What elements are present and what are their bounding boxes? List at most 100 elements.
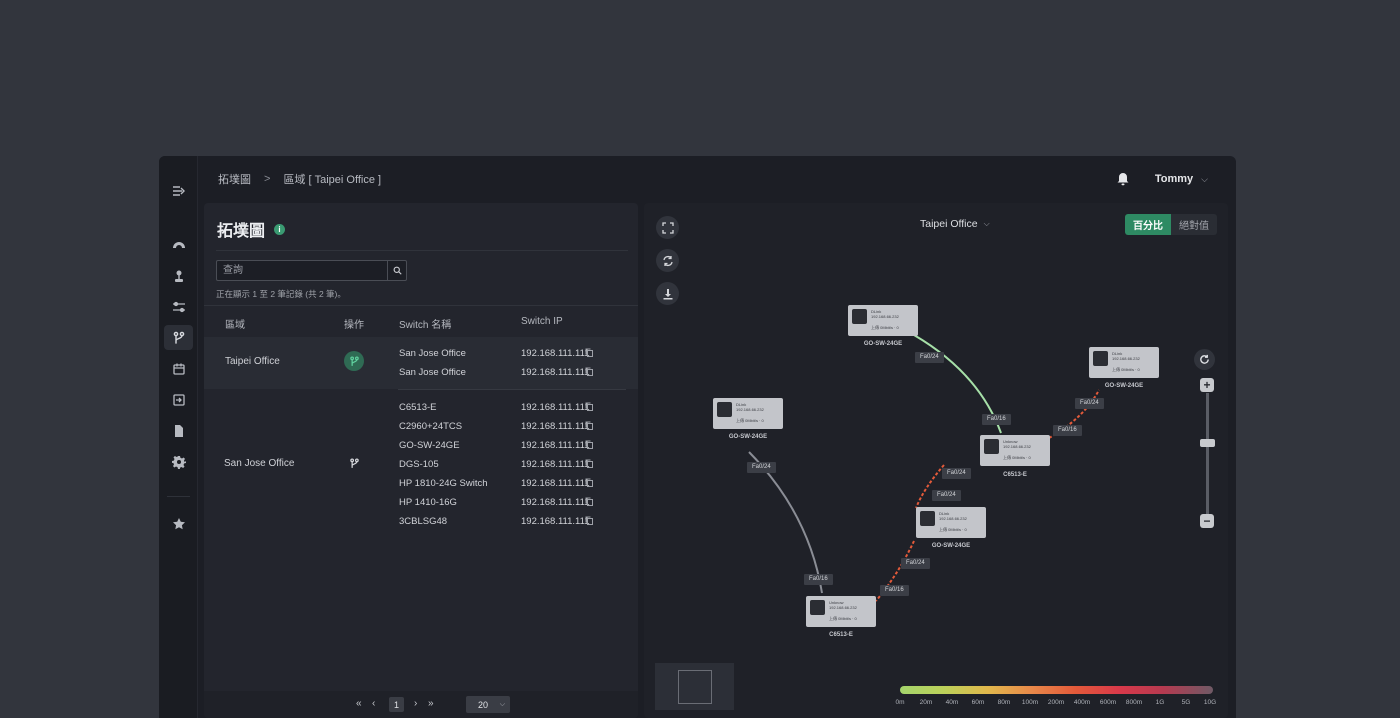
page-size-select[interactable]: 20 ⌵: [466, 696, 510, 713]
col-switch-ip[interactable]: Switch IP: [521, 316, 563, 327]
node-ip: 192.168.66.232: [871, 314, 899, 319]
node-vendor: DLink: [1112, 351, 1123, 356]
switch-node[interactable]: DLink 192.168.66.232 上傳 0Mbit/s · 0: [848, 305, 918, 336]
col-region[interactable]: 區域: [225, 320, 245, 331]
switch-node[interactable]: Unknow 192.168.66.232 上傳 0Mbit/s · 0: [806, 596, 876, 627]
topology-icon[interactable]: [164, 325, 193, 350]
switch-node[interactable]: Unknow 192.168.66.232 上傳 0Mbit/s · 0: [980, 435, 1050, 466]
user-menu[interactable]: Tommy ⌵: [1155, 173, 1208, 185]
switch-name: C6513-E: [399, 402, 437, 413]
node-label: C6513-E: [829, 632, 853, 638]
node-ip: 192.168.66.232: [736, 407, 764, 412]
col-switch-name[interactable]: Switch 名稱: [399, 320, 452, 331]
search-button[interactable]: [387, 261, 406, 280]
col-action[interactable]: 操作: [344, 320, 364, 331]
switch-ip: 192.168.111.111: [521, 516, 590, 527]
switch-name: GO-SW-24GE: [399, 440, 460, 451]
divider: [398, 389, 626, 390]
reset-view-icon[interactable]: [1194, 349, 1215, 370]
port-label: Fa0/24: [747, 462, 776, 473]
legend-label: 40m: [945, 699, 959, 706]
zoom-slider-handle[interactable]: [1200, 439, 1215, 447]
switch-node[interactable]: DLink 192.168.66.232 上傳 0Mbit/s · 0: [713, 398, 783, 429]
link-n2-n6: [748, 451, 823, 594]
switch-icon: [920, 511, 935, 526]
switch-ip: 192.168.111.111: [521, 348, 590, 359]
node-sub: 上傳 0Mbit/s · 0: [1003, 455, 1031, 460]
switch-node[interactable]: DLink 192.168.66.232 上傳 0Mbit/s · 0: [1089, 347, 1159, 378]
switch-entry: HP 1410-16G 192.168.111.111: [399, 493, 638, 512]
expand-icon[interactable]: [164, 178, 193, 203]
port-label: Fa0/24: [901, 558, 930, 569]
document-icon[interactable]: [164, 418, 193, 443]
calendar-icon[interactable]: [164, 356, 193, 381]
prev-page-button[interactable]: ‹: [372, 698, 376, 709]
copy-icon[interactable]: [585, 440, 593, 449]
switch-name: 3CBLSG48: [399, 516, 448, 527]
table-row: San Jose Office C6513-E 192.168.111.111 …: [204, 389, 638, 541]
switch-entry: San Jose Office 192.168.111.111: [399, 344, 638, 363]
zoom-out-button[interactable]: −: [1200, 514, 1214, 528]
node-sub: 上傳 0Mbit/s · 0: [829, 616, 857, 621]
copy-icon[interactable]: [585, 516, 593, 525]
copy-icon[interactable]: [585, 459, 593, 468]
current-page[interactable]: 1: [389, 697, 404, 712]
node-sub: 上傳 0Mbit/s · 0: [736, 418, 764, 423]
dashboard-icon[interactable]: [164, 232, 193, 257]
switch-node[interactable]: DLink 192.168.66.232 上傳 0Mbit/s · 0: [916, 507, 986, 538]
topology-list-panel: 拓墣圖 i 正在顯示 1 至 2 筆記錄 (共 2 筆)。 區域 操作 Swit…: [204, 203, 638, 718]
star-icon[interactable]: [164, 511, 193, 536]
page-size-value: 20: [478, 699, 489, 710]
minimap-viewport[interactable]: [678, 670, 712, 704]
settings-sliders-icon[interactable]: [164, 294, 193, 319]
copy-icon[interactable]: [585, 402, 593, 411]
node-vendor: Unknow: [1003, 439, 1018, 444]
switch-entry: C2960+24TCS 192.168.111.111: [399, 417, 638, 436]
switch-name: C2960+24TCS: [399, 421, 463, 432]
percent-toggle[interactable]: 百分比: [1125, 214, 1171, 235]
node-label: GO-SW-24GE: [1104, 383, 1144, 389]
bell-icon[interactable]: [1116, 172, 1130, 186]
copy-icon[interactable]: [585, 478, 593, 487]
next-page-button[interactable]: ›: [414, 698, 418, 709]
switch-ip: 192.168.111.111: [521, 478, 590, 489]
legend-label: 0m: [895, 699, 905, 706]
node-label: GO-SW-24GE: [931, 543, 971, 549]
copy-icon[interactable]: [585, 497, 593, 506]
breadcrumb-root[interactable]: 拓墣圖: [218, 174, 251, 186]
switch-icon: [810, 600, 825, 615]
absolute-toggle[interactable]: 絕對值: [1171, 214, 1217, 235]
legend-label: 20m: [919, 699, 933, 706]
last-page-button[interactable]: »: [428, 698, 434, 709]
port-label: Fa0/16: [1053, 425, 1082, 436]
info-icon[interactable]: i: [274, 223, 286, 235]
switch-icon: [852, 309, 867, 324]
minimap[interactable]: [655, 663, 734, 710]
first-page-button[interactable]: «: [356, 698, 362, 709]
chevron-down-icon: ⌵: [1201, 173, 1208, 184]
search-input[interactable]: [217, 261, 387, 280]
legend-label: 1G: [1155, 699, 1165, 706]
copy-icon[interactable]: [585, 348, 593, 357]
zoom-track[interactable]: [1206, 393, 1209, 517]
switch-entry: 3CBLSG48 192.168.111.111: [399, 512, 638, 531]
joystick-icon[interactable]: [164, 263, 193, 288]
zoom-in-button[interactable]: +: [1200, 378, 1214, 392]
gear-icon[interactable]: [164, 449, 193, 474]
fullscreen-icon[interactable]: [656, 216, 679, 239]
port-label: Fa0/16: [982, 414, 1011, 425]
copy-icon[interactable]: [585, 421, 593, 430]
copy-icon[interactable]: [585, 367, 593, 376]
topology-icon[interactable]: [344, 351, 364, 371]
search-icon: [393, 266, 402, 275]
download-icon[interactable]: [656, 282, 679, 305]
topology-icon[interactable]: [344, 453, 364, 473]
legend-label: 200m: [1047, 699, 1065, 706]
value-mode-toggle: 百分比 絕對值: [1125, 214, 1217, 235]
region-name: Taipei Office: [225, 356, 280, 367]
sync-icon[interactable]: [656, 249, 679, 272]
login-icon[interactable]: [164, 387, 193, 412]
site-select[interactable]: Taipei Office ⌵: [920, 218, 990, 230]
search-box: [216, 260, 407, 281]
pagination: « ‹ 1 › » 20 ⌵: [204, 691, 638, 718]
